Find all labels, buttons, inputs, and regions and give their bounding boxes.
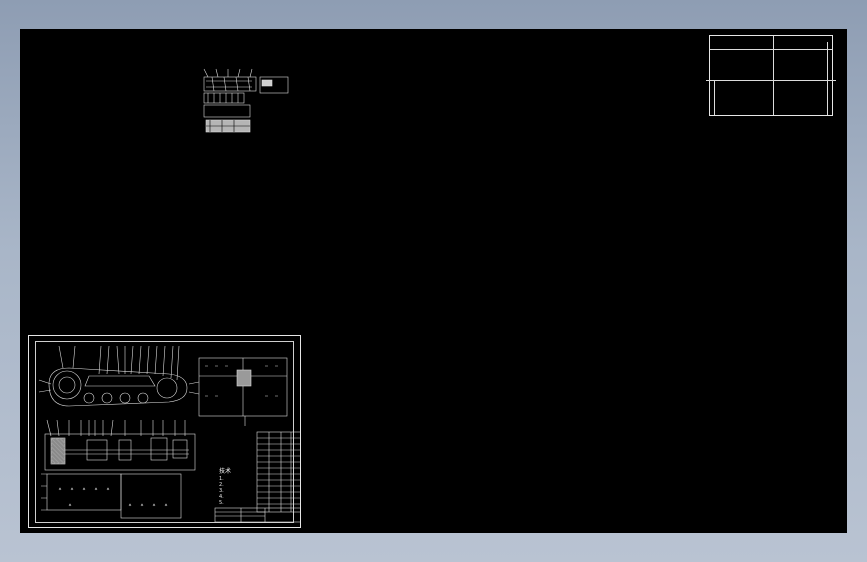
note-line-5: 5.	[219, 500, 224, 506]
assembly-linework	[38, 345, 300, 523]
title-block-sheet[interactable]	[706, 35, 836, 116]
note-line-2: 2.	[219, 482, 224, 488]
notes-title: 技术	[219, 468, 232, 475]
note-line-4: 4.	[219, 494, 224, 500]
title-block-divider	[710, 49, 832, 50]
part-detail-svg	[203, 68, 289, 133]
title-block-right-edge	[827, 42, 828, 115]
section-hatch-left	[51, 438, 65, 464]
assembly-drawing-sheet[interactable]: 技术 1. 2. 3. 4. 5.	[28, 335, 301, 528]
note-line-3: 3.	[219, 488, 224, 494]
title-block-vertical	[773, 36, 774, 115]
note-line-1: 1.	[219, 476, 224, 482]
title-block-hline	[706, 80, 836, 81]
drawing-viewport[interactable]: 技术 1. 2. 3. 4. 5.	[20, 29, 847, 533]
part-detail-drawing[interactable]	[202, 67, 292, 137]
title-block-left-edge	[714, 80, 715, 115]
